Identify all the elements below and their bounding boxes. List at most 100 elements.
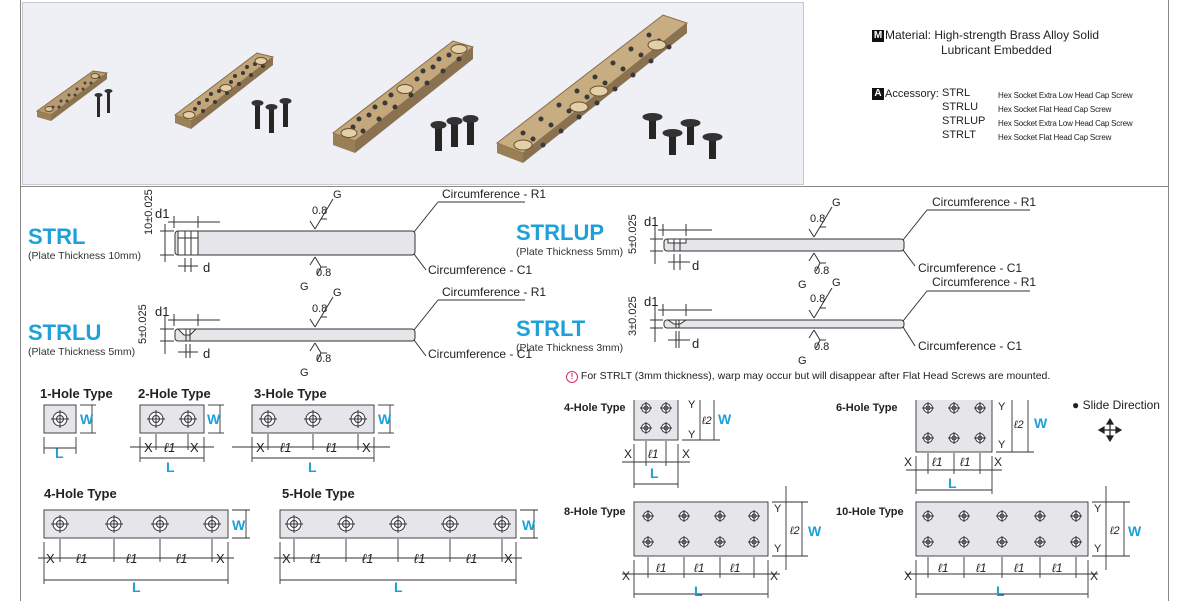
circumference-r1-label: Circumference - R1 [442,285,546,299]
profile-strl-drawing [160,198,525,276]
dim-l1-label: ℓ1 [1014,561,1025,575]
frame-divider [20,186,1169,187]
material-tag-icon: M [872,29,884,42]
circumference-r1-label: Circumference - R1 [932,195,1036,209]
type-4-hole-title: 4-Hole Type [44,486,117,501]
roughness-label: 0.8 [814,265,829,277]
dim-l-label: L [996,583,1005,599]
dim-l1-label: ℓ1 [656,561,667,575]
dim-d1-label: d1 [644,214,658,229]
dim-x-label: X [622,569,630,583]
dim-l-label: L [308,459,317,475]
material-value-2: Lubricant Embedded [941,43,1052,57]
product-photo-panel [22,2,804,185]
dim-x-label: X [504,551,513,566]
frame-right-line [1168,0,1169,601]
profile-strlup-drawing [650,206,1030,272]
dim-d1-label: d1 [644,294,658,309]
dim-l1-label: ℓ1 [362,551,373,566]
circumference-c1-label: Circumference - C1 [428,347,532,361]
dim-y-label: Y [1094,543,1102,555]
product-photo [35,14,723,163]
circumference-c1-label: Circumference - C1 [918,339,1022,353]
dim-w-label: W [80,411,94,427]
material-label: Material: [885,28,932,42]
g-label: G [832,197,841,209]
profile-thickness-strl: (Plate Thickness 10mm) [28,250,142,262]
type-6-hole-title: 6-Hole Type [836,402,898,414]
dim-w-label: W [808,523,822,539]
dim-thickness-strl: 10±0.025 [143,189,155,235]
dim-x-label: X [624,447,632,461]
type-8-hole-title: 8-Hole Type [564,506,626,518]
circumference-r1-label: Circumference - R1 [932,275,1036,289]
dim-l1-label: ℓ1 [280,440,291,455]
dim-l1-label: ℓ1 [960,455,971,469]
g-label: G [832,277,841,289]
accessory-desc: Hex Socket Flat Head Cap Screw [998,105,1112,114]
circumference-r1-label: Circumference - R1 [442,187,546,201]
dim-w-label: W [1128,523,1142,539]
warning-icon: ! [566,371,578,383]
dim-d1-label: d1 [155,206,169,221]
roughness-label: 0.8 [312,303,327,315]
roughness-label: 0.8 [312,205,327,217]
dim-l1-label: ℓ1 [976,561,987,575]
dim-l2-label: ℓ2 [701,415,712,427]
dim-l1-label: ℓ1 [648,447,659,461]
profile-thickness-strlt: (Plate Thickness 3mm) [516,342,624,354]
profile-strlt-drawing [650,287,1030,349]
dim-x-label: X [904,455,912,469]
roughness-label: 0.8 [316,353,331,365]
dim-l1-label: ℓ1 [414,551,425,566]
warp-note: ! For STRLT (3mm thickness), warp may oc… [566,370,1050,383]
slide-direction-label: Slide Direction [1082,398,1160,412]
dim-l1-label: ℓ1 [1052,561,1063,575]
dim-x-label: X [46,551,55,566]
dim-d-label: d [692,336,699,351]
dim-w-label: W [378,411,392,427]
profile-code-strl: STRL [28,224,86,249]
dim-d-label: d [203,346,210,361]
accessory-tag-icon: A [872,87,884,100]
dim-d-label: d [203,260,210,275]
g-label: G [300,281,309,293]
dim-y-label: Y [998,439,1006,451]
dim-thickness-strlup: 5±0.025 [627,214,639,254]
type-1-hole-title: 1-Hole Type [40,386,113,401]
dim-y-label: Y [998,401,1006,413]
circumference-c1-label: Circumference - C1 [428,263,532,277]
dim-l1-label: ℓ1 [730,561,741,575]
plate-photo-medium [173,52,292,133]
slide-direction: ● Slide Direction [1072,398,1160,412]
roughness-label: 0.8 [814,341,829,353]
dim-x-label: X [144,440,153,455]
dim-l1-label: ℓ1 [694,561,705,575]
profile-thickness-strlup: (Plate Thickness 5mm) [516,246,624,258]
accessory-name: STRLU [942,101,979,113]
dim-l1-label: ℓ1 [310,551,321,566]
warp-note-text: For STRLT (3mm thickness), warp may occu… [580,370,1051,382]
frame-left-line [20,0,21,601]
profile-strlu-drawing [160,296,525,362]
type-2-hole-title: 2-Hole Type [138,386,211,401]
profile-code-strlu: STRLU [28,320,102,345]
dim-w-label: W [1034,415,1048,431]
accessory-name: STRL [942,87,971,99]
dim-l1-label: ℓ1 [326,440,337,455]
roughness-label: 0.8 [810,213,825,225]
dim-w-label: W [718,411,732,427]
dim-l-label: L [55,445,64,461]
dim-d1-label: d1 [155,304,169,319]
dim-y-label: Y [688,400,696,411]
profile-code-strlup: STRLUP [516,220,604,245]
material-value-1: High-strength Brass Alloy Solid [934,28,1100,42]
dim-y-label: Y [774,543,782,555]
dim-x-label: X [216,551,225,566]
dim-l1-label: ℓ1 [126,551,137,566]
profile-code-strlt: STRLT [516,316,586,341]
plate-photo-large [331,40,479,153]
dim-thickness-strlt: 3±0.025 [627,296,639,336]
hole-type-diagrams: L W L W X ℓ1 X L W X ℓ1 ℓ1 X L W X ℓ1 ℓ1… [38,400,1142,599]
g-label: G [333,189,342,201]
